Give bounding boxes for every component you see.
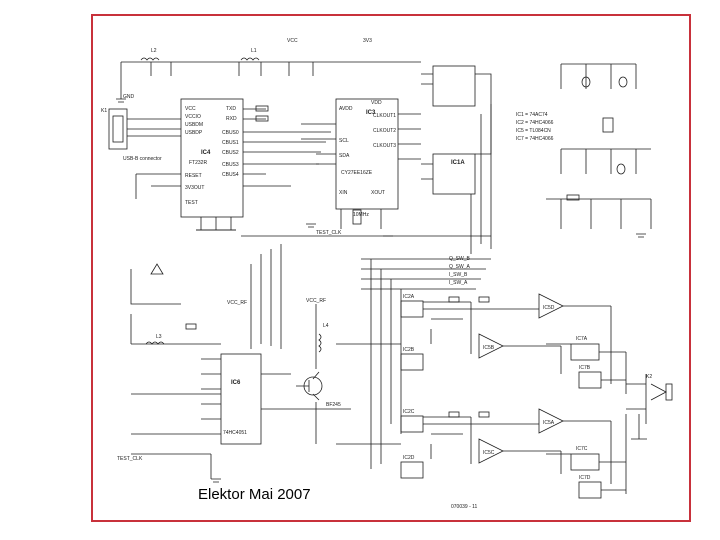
3v3-label: 3V3 xyxy=(363,38,372,44)
switch-ic2c: IC2C xyxy=(403,409,415,415)
circuit-schematic: IC4 FT232R IC3 CY27EE16ZE IC6 74HC4051 I… xyxy=(101,38,673,510)
ic3-pin-xin: XIN xyxy=(339,190,348,196)
pin-cbus4: CBUS4 xyxy=(222,172,239,178)
test-clk-label-2: TEST_CLK xyxy=(117,456,143,462)
k1-label: K1 xyxy=(101,108,107,114)
pin-cbus0: CBUS0 xyxy=(222,130,239,136)
switch-ic2b: IC2B xyxy=(403,347,415,353)
legend-line-4: IC7 = 74HC4066 xyxy=(516,136,554,142)
switch-ic7a: IC7A xyxy=(576,336,588,342)
gnd-label: GND xyxy=(123,94,135,100)
pin-vcc: VCC xyxy=(185,106,196,112)
bus-q-sw-b: Q_SW_B xyxy=(449,256,471,262)
bus-q-sw-a: Q_SW_A xyxy=(449,264,471,270)
ic6-name: IC6 xyxy=(231,380,241,386)
ic3-pin-avdd: AVDD xyxy=(339,106,353,112)
l4-label: L4 xyxy=(323,323,329,329)
amp-ic5d: IC5D xyxy=(543,305,555,311)
legend-line-1: IC1 = 74AC74 xyxy=(516,112,548,118)
l3-label: L3 xyxy=(156,334,162,340)
crystal-label: 10MHz xyxy=(353,212,369,218)
bus-i-sw-b: I_SW_B xyxy=(449,272,468,278)
inductor-l4 xyxy=(318,333,322,353)
t1-part-label: BF245 xyxy=(326,402,341,408)
ic3-pin-clkout2: CLKOUT2 xyxy=(373,128,396,134)
pin-cbus1: CBUS1 xyxy=(222,140,239,146)
ic1a-name: IC1A xyxy=(451,160,465,166)
pin-3v3out: 3V3OUT xyxy=(185,185,204,191)
bus-i-sw-a: I_SW_A xyxy=(449,280,468,286)
pin-reset: RESET xyxy=(185,173,202,179)
red-border-frame xyxy=(91,14,691,522)
test-clk-label: TEST_CLK xyxy=(316,230,342,236)
ic3-pin-vdd: VDD xyxy=(371,100,382,106)
amp-ic5b: IC5B xyxy=(483,345,495,351)
pin-test: TEST xyxy=(185,200,198,206)
amp-ic5c: IC5C xyxy=(483,450,495,456)
switch-ic7d: IC7D xyxy=(579,475,591,481)
switch-ic7c: IC7C xyxy=(576,446,588,452)
ic3-pin-xout: XOUT xyxy=(371,190,385,196)
vcc-rf-label-2: VCC_RF xyxy=(306,298,326,304)
pin-usbdp: USBDP xyxy=(185,130,203,136)
pin-cbus2: CBUS2 xyxy=(222,150,239,156)
pin-usbdm: USBDM xyxy=(185,122,203,128)
ic3-name: IC3 xyxy=(366,110,376,116)
inductor-l2 xyxy=(140,57,160,61)
ic4-part: FT232R xyxy=(189,160,207,166)
ic3-pin-clkout3: CLKOUT3 xyxy=(373,143,396,149)
switch-ic7b: IC7B xyxy=(579,365,591,371)
document-number: 070039 - 11 xyxy=(451,504,478,510)
inductor-l3 xyxy=(145,341,165,345)
legend-line-3: IC5 = TL084CN xyxy=(516,128,551,134)
pin-vccio: VCCIO xyxy=(185,114,201,120)
usb-connector-label: USB-B connector xyxy=(123,156,162,162)
l1-label: L1 xyxy=(251,48,257,54)
inductor-l1 xyxy=(240,57,260,61)
legend-line-2: IC2 = 74HC4066 xyxy=(516,120,554,126)
vcc-label: VCC xyxy=(287,38,298,44)
switch-ic2d: IC2D xyxy=(403,455,415,461)
ic3-pin-clkout1: CLKOUT1 xyxy=(373,113,396,119)
pin-rxd: RXD xyxy=(226,116,237,122)
amp-ic5a: IC5A xyxy=(543,420,555,426)
l2-label: L2 xyxy=(151,48,157,54)
caption-text: Elektor Mai 2007 xyxy=(198,486,311,503)
ic3-pin-sda: SDA xyxy=(339,153,350,159)
ic3-pin-scl: SCL xyxy=(339,138,349,144)
ic3-part: CY27EE16ZE xyxy=(341,170,373,176)
pin-txd: TXD xyxy=(226,106,236,112)
k2-label: K2 xyxy=(646,374,652,380)
pin-cbus3: CBUS3 xyxy=(222,162,239,168)
vcc-rf-label: VCC_RF xyxy=(227,300,247,306)
switch-ic2a: IC2A xyxy=(403,294,415,300)
ic4-name: IC4 xyxy=(201,150,211,156)
ic6-part: 74HC4051 xyxy=(223,430,247,436)
